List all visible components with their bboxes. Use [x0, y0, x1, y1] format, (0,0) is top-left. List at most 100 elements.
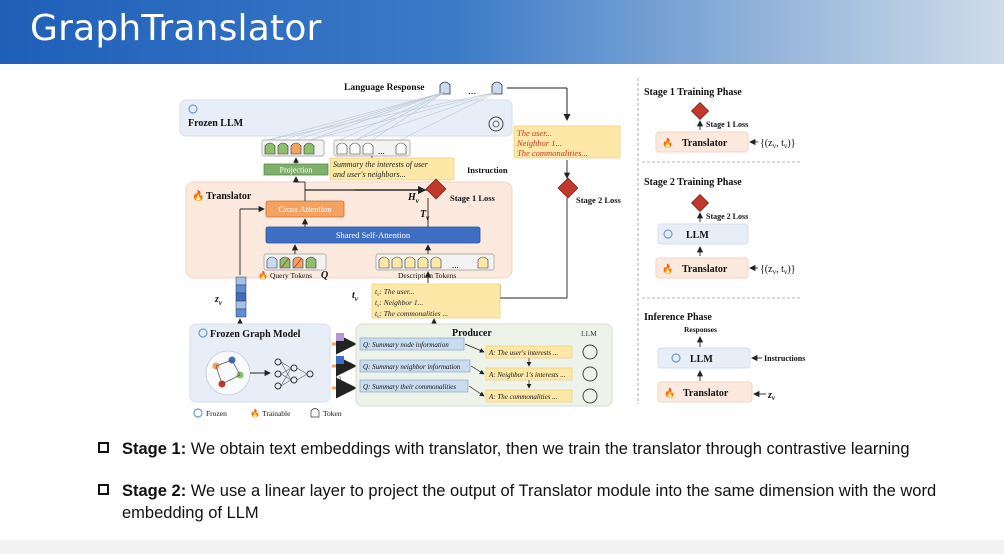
svg-text:🔥: 🔥	[662, 137, 673, 148]
svg-text:A: Neighbor 1's interests ...: A: Neighbor 1's interests ...	[488, 371, 566, 379]
bottom-bar	[0, 540, 1004, 554]
side-stage1-loss: Stage 1 Loss	[706, 120, 748, 129]
response-line-1: The user...	[517, 128, 552, 138]
bullet-list: Stage 1: We obtain text embeddings with …	[98, 438, 998, 524]
side-translator-2-label: Translator	[682, 264, 728, 275]
side-translator-3	[657, 381, 753, 403]
bullet-stage2: Stage 2: We use a linear layer to projec…	[98, 480, 998, 524]
attention-lines	[267, 91, 498, 141]
z-v-label: zv	[214, 294, 223, 307]
t-v-label: tv	[352, 290, 359, 303]
svg-text:🔥: 🔥	[662, 263, 673, 274]
frozen-llm-panel	[179, 99, 513, 137]
shared-self-attention-label: Shared Self-Attention	[336, 230, 411, 240]
tv-note	[371, 283, 501, 319]
frozen-llm-label: Frozen LLM	[188, 118, 244, 129]
legend: Frozen 🔥 Trainable Token	[193, 408, 342, 418]
svg-text:🔥: 🔥	[250, 408, 260, 418]
instruction-label: Instruction	[467, 165, 508, 175]
snowflake-icon	[188, 104, 198, 114]
instruction-text-line1: Summary the interests of user	[333, 160, 429, 169]
tv-line-3: tv: The commonalities ...	[375, 309, 448, 320]
stage1-loss-label: Stage 1 Loss	[450, 193, 496, 203]
svg-text:Q: Summary node information: Q: Summary node information	[363, 341, 449, 349]
flame-icon: 🔥	[192, 189, 204, 202]
svg-text:{}: {}	[335, 375, 342, 383]
inference-phase-title: Inference Phase	[644, 312, 712, 323]
z-v-embedding	[235, 276, 247, 318]
architecture-diagram: Language Response ... Frozen LLM	[179, 78, 805, 418]
instruction-text-line2: and user's neighbors...	[333, 170, 406, 179]
answer-3	[485, 389, 573, 403]
t-v-upper-label: Tv	[420, 209, 430, 222]
cross-attention-label: Cross Attention	[278, 204, 332, 214]
question-1	[359, 337, 465, 351]
stage1-phase-title: Stage 1 Training Phase	[644, 87, 742, 98]
graph-to-producer-arrows: {}	[332, 333, 357, 399]
side-pair-1: {(zv, tv)}	[760, 138, 796, 150]
graph-snowflake-icon	[198, 328, 208, 338]
side-instructions-label: Instructions	[764, 354, 805, 363]
projection-label: Projection	[280, 166, 313, 175]
side-translator-2	[655, 257, 749, 279]
producer-llm-label: LLM	[581, 329, 597, 338]
description-tokens-label: Description Tokens	[398, 271, 456, 280]
response-line-2: Neighbor 1...	[516, 138, 562, 148]
producer-label: Producer	[452, 328, 492, 339]
tv-line-1: tv: The user...	[375, 287, 415, 298]
h-v-label: Hv	[407, 192, 420, 205]
side-translator-1-label: Translator	[682, 138, 728, 149]
stage1-loss-diamond	[425, 178, 447, 200]
side-llm-2	[657, 347, 751, 369]
side-llm-2-label: LLM	[690, 354, 713, 365]
side-stage2-loss: Stage 2 Loss	[706, 212, 748, 221]
query-flame-icon: 🔥	[258, 270, 268, 280]
instruction-box	[329, 157, 455, 181]
bullet-stage2-label: Stage 2:	[122, 482, 187, 500]
question-3	[359, 379, 469, 393]
side-stage1-diamond	[690, 101, 710, 121]
neural-net-icon	[274, 358, 314, 390]
side-z-v-label: zv	[767, 390, 776, 402]
response-tokens: ...	[439, 81, 503, 97]
side-stage2-diamond	[690, 193, 710, 213]
graph-icon	[205, 350, 251, 396]
side-llm-1-label: LLM	[686, 230, 709, 241]
side-pair-2: {(zv, tv)}	[760, 264, 796, 276]
response-note	[513, 125, 621, 159]
svg-text:Trainable: Trainable	[262, 409, 291, 418]
svg-text:Frozen: Frozen	[206, 409, 227, 418]
svg-text:A: The user's interests ...: A: The user's interests ...	[488, 349, 558, 357]
svg-text:Q: Summary their commonalities: Q: Summary their commonalities	[363, 383, 456, 391]
stage2-loss-label: Stage 2 Loss	[576, 195, 622, 205]
llm-logo-icon	[488, 116, 504, 132]
query-symbol: Q	[321, 270, 328, 281]
bullet-stage2-text: We use a linear layer to project the out…	[122, 482, 937, 522]
bullet-stage1-text: We obtain text embeddings with translato…	[186, 440, 910, 458]
svg-text:Q: Summary neighbor informatio: Q: Summary neighbor information	[363, 363, 461, 371]
svg-text:...: ...	[378, 146, 385, 156]
svg-text:🔥: 🔥	[664, 387, 675, 398]
stage2-loss-diamond	[557, 177, 579, 199]
response-line-3: The commonalities...	[517, 148, 588, 158]
svg-text:...: ...	[468, 85, 477, 97]
svg-text:Token: Token	[323, 409, 342, 418]
slide-title: GraphTranslator	[30, 8, 322, 49]
question-2	[359, 359, 471, 373]
producer-llm-icons	[582, 344, 598, 404]
svg-text:A: The commonalities ...: A: The commonalities ...	[488, 393, 558, 401]
architecture-figure: Language Response ... Frozen LLM	[0, 70, 1004, 430]
svg-text:...: ...	[452, 260, 459, 270]
stage2-phase-title: Stage 2 Training Phase	[644, 177, 742, 188]
language-response-label: Language Response	[344, 83, 425, 93]
side-translator-1	[655, 131, 749, 153]
shared-self-attention-block	[265, 226, 481, 244]
side-llm-1	[657, 223, 749, 245]
translator-label: Translator	[206, 191, 252, 202]
query-tokens-label: Query Tokens	[270, 271, 312, 280]
side-responses-label: Responses	[684, 325, 717, 334]
tv-line-2: tv: Neighbor 1...	[375, 298, 423, 309]
bullet-stage1: Stage 1: We obtain text embeddings with …	[98, 438, 998, 460]
checkbox-square-icon	[98, 484, 109, 495]
side-translator-3-label: Translator	[683, 388, 729, 399]
